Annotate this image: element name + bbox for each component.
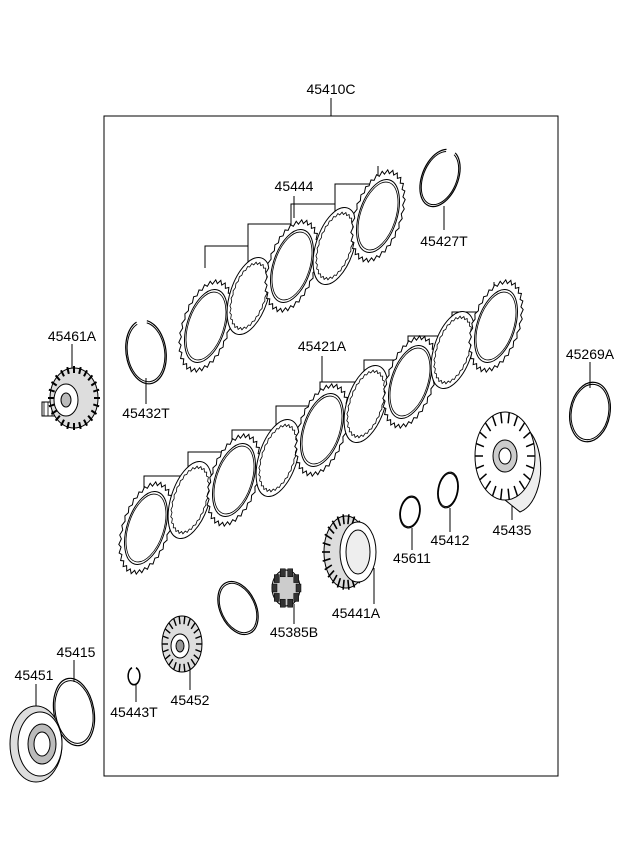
label-45432T: 45432T xyxy=(122,405,170,421)
clutch-plate-upper-1 xyxy=(178,278,234,374)
label-45421A: 45421A xyxy=(298,338,347,354)
label-45441A: 45441A xyxy=(332,605,381,621)
label-45461A: 45461A xyxy=(48,328,97,344)
clutch-disc-lower-4 xyxy=(255,419,301,497)
label-45269A: 45269A xyxy=(566,346,615,362)
ring-45412 xyxy=(437,471,459,509)
label-45444: 45444 xyxy=(275,178,314,194)
snap-ring-45443T xyxy=(127,666,141,686)
label-45412: 45412 xyxy=(431,532,470,548)
label-45451: 45451 xyxy=(15,667,54,683)
one-way-clutch-45385B xyxy=(271,568,302,608)
ring-45611 xyxy=(399,495,421,529)
planetary-gear-45461A xyxy=(41,366,100,430)
clutch-plate-lower-1 xyxy=(118,480,174,576)
label-45410C: 45410C xyxy=(306,81,355,97)
part-labels: 45410C 45444 45427T 45461A 45432T 45421A… xyxy=(15,81,615,720)
clutch-disc-upper-2 xyxy=(226,257,272,335)
clutch-drum-45435 xyxy=(474,411,542,513)
clutch-hub-45441A xyxy=(322,514,377,590)
snap-ring-45427T xyxy=(419,148,461,208)
clutch-plate-upper-3 xyxy=(264,218,320,314)
snap-ring-45432T xyxy=(125,320,167,385)
label-45443T: 45443T xyxy=(110,704,158,720)
clutch-disc-lower-8 xyxy=(430,311,476,389)
label-45435: 45435 xyxy=(493,522,532,538)
clutch-plate-lower-9 xyxy=(468,278,524,374)
clutch-disc-upper-4 xyxy=(312,207,358,285)
clutch-plate-lower-5 xyxy=(294,382,350,478)
snap-ring-45269A xyxy=(569,381,611,443)
hub-gear-45452 xyxy=(161,615,203,673)
ring-45415 xyxy=(52,677,96,747)
ring-clutch-front xyxy=(217,580,259,636)
parts-layer xyxy=(9,148,611,783)
clutch-disc-lower-2 xyxy=(167,461,213,539)
clutch-plate-lower-7 xyxy=(382,334,438,430)
label-45611: 45611 xyxy=(393,550,431,566)
retainer-45451 xyxy=(9,705,63,783)
clutch-plate-lower-3 xyxy=(206,432,262,528)
clutch-plate-upper-5 xyxy=(350,168,406,264)
label-45385B: 45385B xyxy=(270,624,318,640)
label-45452: 45452 xyxy=(171,692,210,708)
clutch-disc-lower-6 xyxy=(343,365,389,443)
label-45427T: 45427T xyxy=(420,233,468,249)
label-45415: 45415 xyxy=(57,644,96,660)
